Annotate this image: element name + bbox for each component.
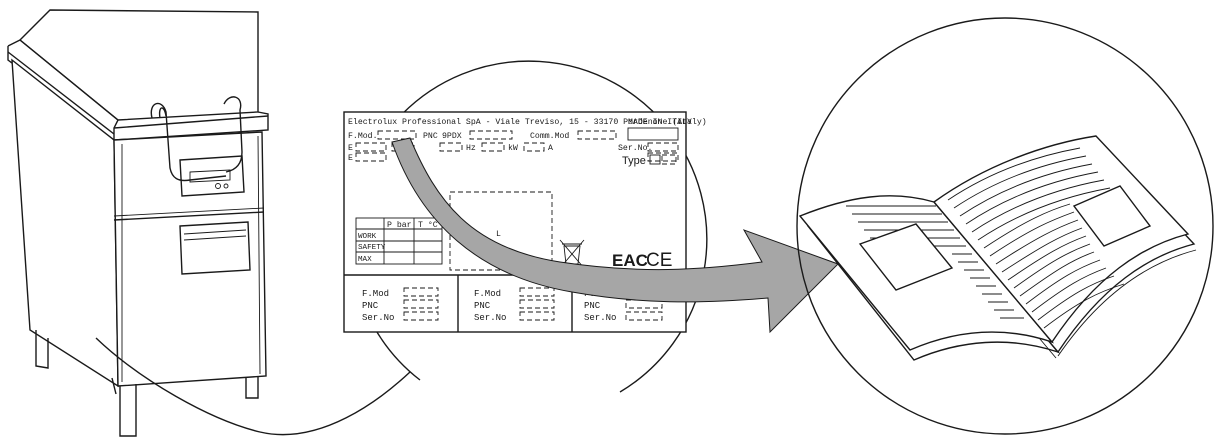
manual-booklet-icon xyxy=(798,135,1197,361)
ce-mark: CE xyxy=(646,250,672,271)
e1-label: E xyxy=(348,144,353,153)
ser-no-label: Ser.No. xyxy=(618,144,652,153)
plate-block-1: F.Mod PNC Ser.No xyxy=(362,287,439,323)
table-row-safety: SAFETY xyxy=(358,244,386,252)
kw-label: kW xyxy=(508,143,518,153)
plate-block-2: F.Mod PNC Ser.No xyxy=(474,287,555,323)
gray-arrow-icon xyxy=(391,137,839,334)
block-pnc: PNC xyxy=(474,301,491,311)
table-header-pressure: P bar xyxy=(387,220,412,230)
manual-circle xyxy=(796,17,1214,435)
block-ser: Ser.No xyxy=(584,313,616,323)
pressure-temperature-table: P bar T °C WORK SAFETY MAX xyxy=(355,217,443,265)
made-in-label: MADE IN ITALY xyxy=(628,118,692,127)
fmod-label: F.Mod. xyxy=(348,131,377,141)
amp-label: A xyxy=(548,144,553,153)
l-label: L xyxy=(496,230,501,239)
type-label: Type xyxy=(622,155,646,167)
table-header-temperature: T °C xyxy=(418,221,438,230)
block-fmod: F.Mod xyxy=(362,289,389,299)
e2-label: E xyxy=(348,154,353,163)
plate-header: Electrolux Professional SpA - Viale Trev… xyxy=(348,117,707,127)
appliance-illustration xyxy=(7,9,411,437)
table-row-max: MAX xyxy=(358,256,372,264)
pnc-label: PNC xyxy=(423,132,438,141)
hz-label: Hz xyxy=(466,144,476,153)
table-row-work: WORK xyxy=(358,233,377,241)
block-fmod: F.Mod xyxy=(474,289,501,299)
pnc-code: 9PDX xyxy=(442,132,462,141)
block-pnc: PNC xyxy=(584,301,601,311)
block-ser: Ser.No xyxy=(362,313,394,323)
eac-mark: EAC xyxy=(612,251,648,270)
block-pnc: PNC xyxy=(362,301,379,311)
block-ser: Ser.No xyxy=(474,313,506,323)
comm-mod-label: Comm.Mod xyxy=(530,131,569,141)
